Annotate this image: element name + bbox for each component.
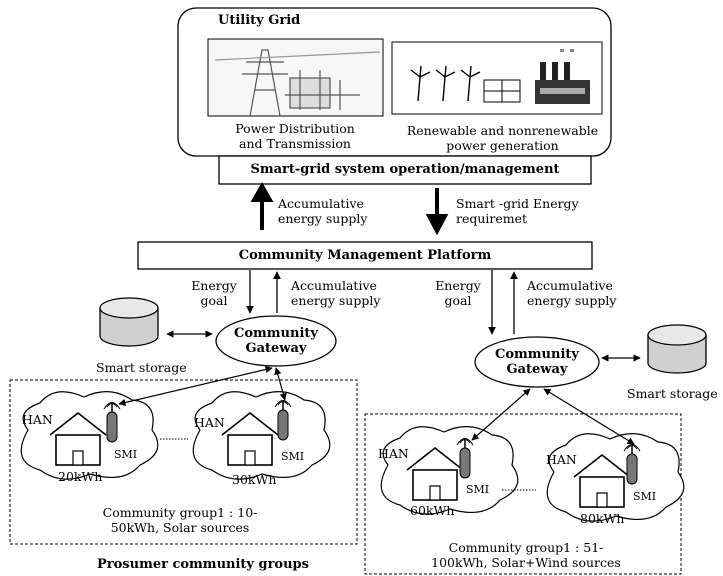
right-goal-label: Energy goal	[430, 278, 486, 308]
transmission-tower-icon	[214, 49, 381, 117]
up-arrow-label: Accumulative energy supply	[278, 196, 367, 226]
gateway-right-line-2: Gateway	[506, 362, 568, 377]
generation-label: Renewable and nonrenewable power generat…	[390, 123, 615, 153]
footer-label: Prosumer community groups	[97, 557, 309, 572]
group2-caption-line-2: 100kWh, Solar+Wind sources	[431, 555, 621, 570]
gw-right-to-home4	[543, 388, 635, 445]
han-label-2: HAN	[194, 415, 225, 430]
right-goal-line-2: goal	[444, 293, 472, 308]
han-label-4: HAN	[546, 452, 577, 467]
wind-turbine-icon	[410, 65, 481, 102]
smi-label-2: SMI	[281, 450, 305, 463]
left-supply-label: Accumulative energy supply	[291, 278, 380, 308]
platform-label: Community Management Platform	[238, 248, 492, 263]
gateway-left-line-2: Gateway	[245, 341, 307, 356]
right-supply-line-2: energy supply	[527, 293, 617, 308]
gw-left-to-home1	[118, 365, 273, 407]
gateway-right-label: Community Gateway	[475, 347, 599, 377]
group1-caption-line-1: Community group1 : 10-	[102, 505, 258, 520]
han-label-3: HAN	[378, 446, 409, 461]
gw-left-to-home2	[274, 367, 287, 401]
left-supply-line-2: energy supply	[291, 293, 381, 308]
up-arrow-label-line-2: energy supply	[278, 211, 368, 226]
group2-caption: Community group1 : 51- 100kWh, Solar+Win…	[376, 540, 676, 570]
distribution-line-2: and Transmission	[239, 136, 351, 151]
down-thick-arrow	[425, 188, 449, 236]
distribution-label: Power Distribution and Transmission	[215, 121, 375, 151]
solar-panel-icon	[483, 79, 521, 103]
gateway-left-label: Community Gateway	[216, 326, 336, 356]
storage-right-icon	[647, 324, 707, 374]
group1-box	[9, 379, 358, 545]
group1-caption: Community group1 : 10- 50kWh, Solar sour…	[30, 505, 330, 535]
group2-caption-line-1: Community group1 : 51-	[448, 540, 604, 555]
distribution-line-1: Power Distribution	[235, 121, 355, 136]
gateway-right	[474, 336, 600, 388]
ops-bar-label: Smart-grid system operation/management	[250, 162, 560, 177]
gateway-left	[215, 315, 337, 367]
han-label-1: HAN	[22, 412, 53, 427]
right-supply-line-1: Accumulative	[527, 278, 613, 293]
kwh-label-3: 60kWh	[410, 503, 455, 518]
left-goal-line-1: Energy	[191, 278, 237, 293]
down-arrow-label-line-1: Smart -grid Energy	[456, 196, 579, 211]
storage-left-label: Smart storage	[96, 360, 187, 375]
storage-left-icon	[99, 297, 159, 347]
smi-label-1: SMI	[114, 448, 138, 461]
up-thick-arrow	[250, 181, 274, 230]
utility-grid-title: Utility Grid	[218, 13, 301, 28]
generation-line-1: Renewable and nonrenewable	[406, 123, 599, 138]
right-supply-label: Accumulative energy supply	[527, 278, 616, 308]
smi-label-3: SMI	[466, 483, 490, 496]
group1-caption-line-2: 50kWh, Solar sources	[110, 520, 250, 535]
left-goal-line-2: goal	[200, 293, 228, 308]
gw-right-to-home3	[471, 388, 531, 441]
right-goal-line-1: Energy	[435, 278, 481, 293]
generation-line-2: power generation	[446, 138, 559, 153]
up-arrow-label-line-1: Accumulative	[278, 196, 364, 211]
platform-bar	[137, 241, 593, 270]
down-arrow-label: Smart -grid Energy requiremet	[456, 196, 579, 226]
left-goal-label: Energy goal	[186, 278, 242, 308]
storage-right-label: Smart storage	[627, 386, 718, 401]
gateway-right-line-1: Community	[495, 347, 579, 362]
kwh-label-2: 30kWh	[232, 472, 277, 487]
smi-label-4: SMI	[633, 490, 657, 503]
factory-icon	[535, 49, 590, 104]
down-arrow-label-line-2: requiremet	[456, 211, 528, 226]
ops-bar	[218, 155, 592, 185]
gateway-left-line-1: Community	[234, 326, 318, 341]
left-supply-line-1: Accumulative	[291, 278, 377, 293]
kwh-label-4: 80kWh	[580, 511, 625, 526]
kwh-label-1: 20kWh	[58, 469, 103, 484]
